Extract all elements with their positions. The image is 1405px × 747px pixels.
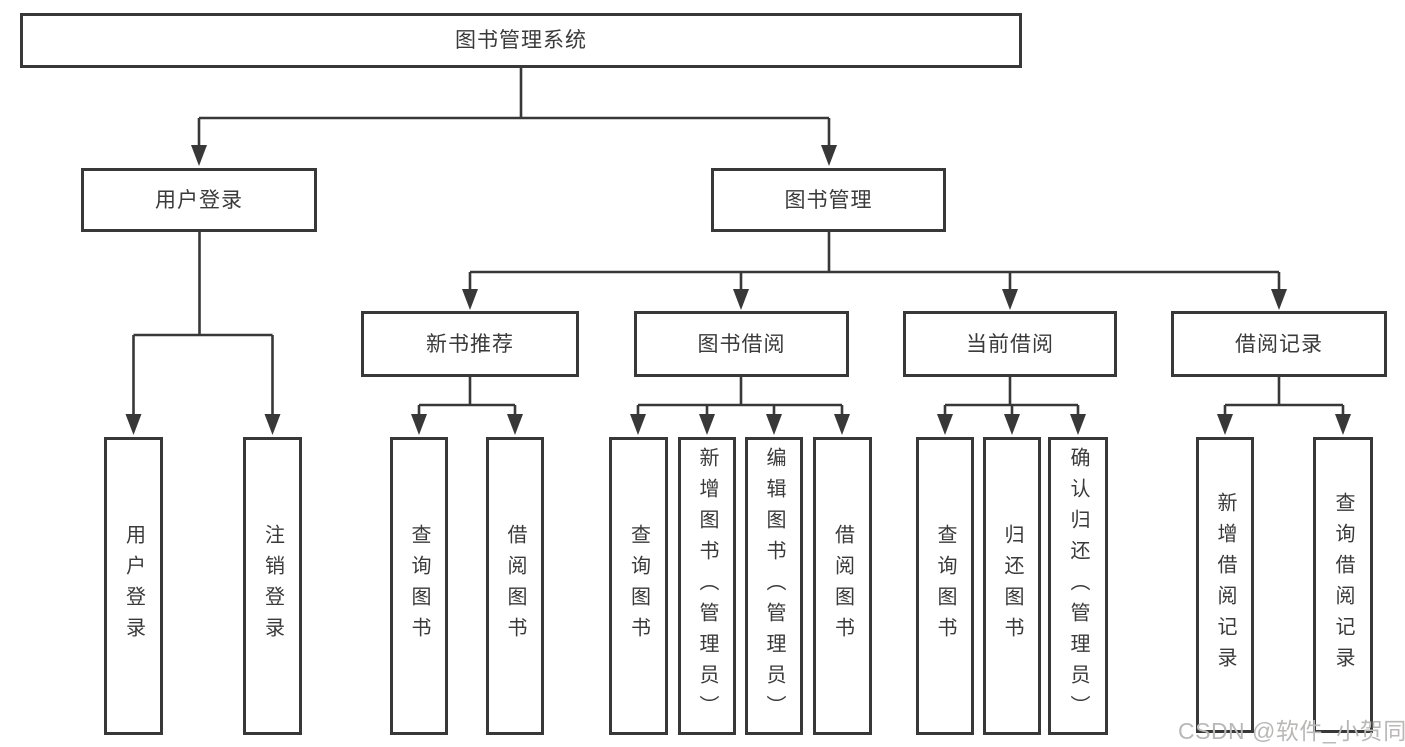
node-new-book-recommend: 新书推荐: [361, 311, 579, 377]
watermark: CSDN @软件_小贺同学: [1178, 718, 1405, 744]
node-new-book-recommend-label: 新书推荐: [426, 332, 514, 356]
node-current-borrowing: 当前借阅: [903, 311, 1117, 377]
leaf-logout: 注销登录: [243, 437, 302, 735]
leaf-user-login: 用户登录: [104, 437, 163, 735]
node-system-root-label: 图书管理系统: [455, 29, 587, 52]
leaf-user-login-label: 用户登录: [122, 524, 145, 648]
leaf-add-book-admin-label: 新增图书（管理员）: [696, 446, 718, 726]
leaf-return-book-label: 归还图书: [1001, 524, 1023, 648]
leaf-add-borrow-record-label: 新增借阅记录: [1214, 492, 1236, 678]
node-system-root: 图书管理系统: [20, 13, 1022, 68]
node-current-borrowing-label: 当前借阅: [966, 332, 1054, 356]
leaf-confirm-return-admin: 确认归还（管理员）: [1048, 437, 1108, 735]
node-borrow-records-label: 借阅记录: [1235, 332, 1323, 356]
leaf-borrow-books-recommend-label: 借阅图书: [504, 524, 526, 648]
leaf-borrow-books-borrowing: 借阅图书: [813, 437, 872, 735]
node-borrow-records: 借阅记录: [1171, 311, 1387, 377]
leaf-query-books-current-label: 查询图书: [934, 524, 956, 648]
leaf-query-books-borrowing: 查询图书: [609, 437, 668, 735]
leaf-query-books-current: 查询图书: [916, 437, 974, 735]
node-book-management-label: 图书管理: [784, 188, 873, 212]
arrowheads: [125, 145, 1351, 435]
leaf-return-book: 归还图书: [983, 437, 1041, 735]
leaf-query-books-recommend-label: 查询图书: [408, 524, 430, 648]
leaf-borrow-books-recommend: 借阅图书: [486, 437, 544, 735]
node-book-borrowing-label: 图书借阅: [697, 332, 786, 356]
leaf-edit-book-admin-label: 编辑图书（管理员）: [763, 446, 785, 726]
node-book-borrowing: 图书借阅: [634, 311, 849, 377]
node-user-login-label: 用户登录: [155, 188, 243, 212]
leaf-query-borrow-record-label: 查询借阅记录: [1332, 492, 1354, 678]
leaf-add-book-admin: 新增图书（管理员）: [678, 437, 736, 735]
leaf-add-borrow-record: 新增借阅记录: [1196, 437, 1254, 733]
leaf-query-books-recommend: 查询图书: [390, 437, 448, 735]
leaf-confirm-return-admin-label: 确认归还（管理员）: [1067, 446, 1089, 726]
leaf-query-borrow-record: 查询借阅记录: [1313, 437, 1373, 733]
leaf-borrow-books-borrowing-label: 借阅图书: [831, 524, 854, 648]
leaf-logout-label: 注销登录: [261, 524, 284, 648]
node-book-management: 图书管理: [711, 168, 946, 232]
leaf-query-books-borrowing-label: 查询图书: [627, 524, 650, 648]
leaf-edit-book-admin: 编辑图书（管理员）: [745, 437, 803, 735]
node-user-login: 用户登录: [81, 168, 317, 232]
